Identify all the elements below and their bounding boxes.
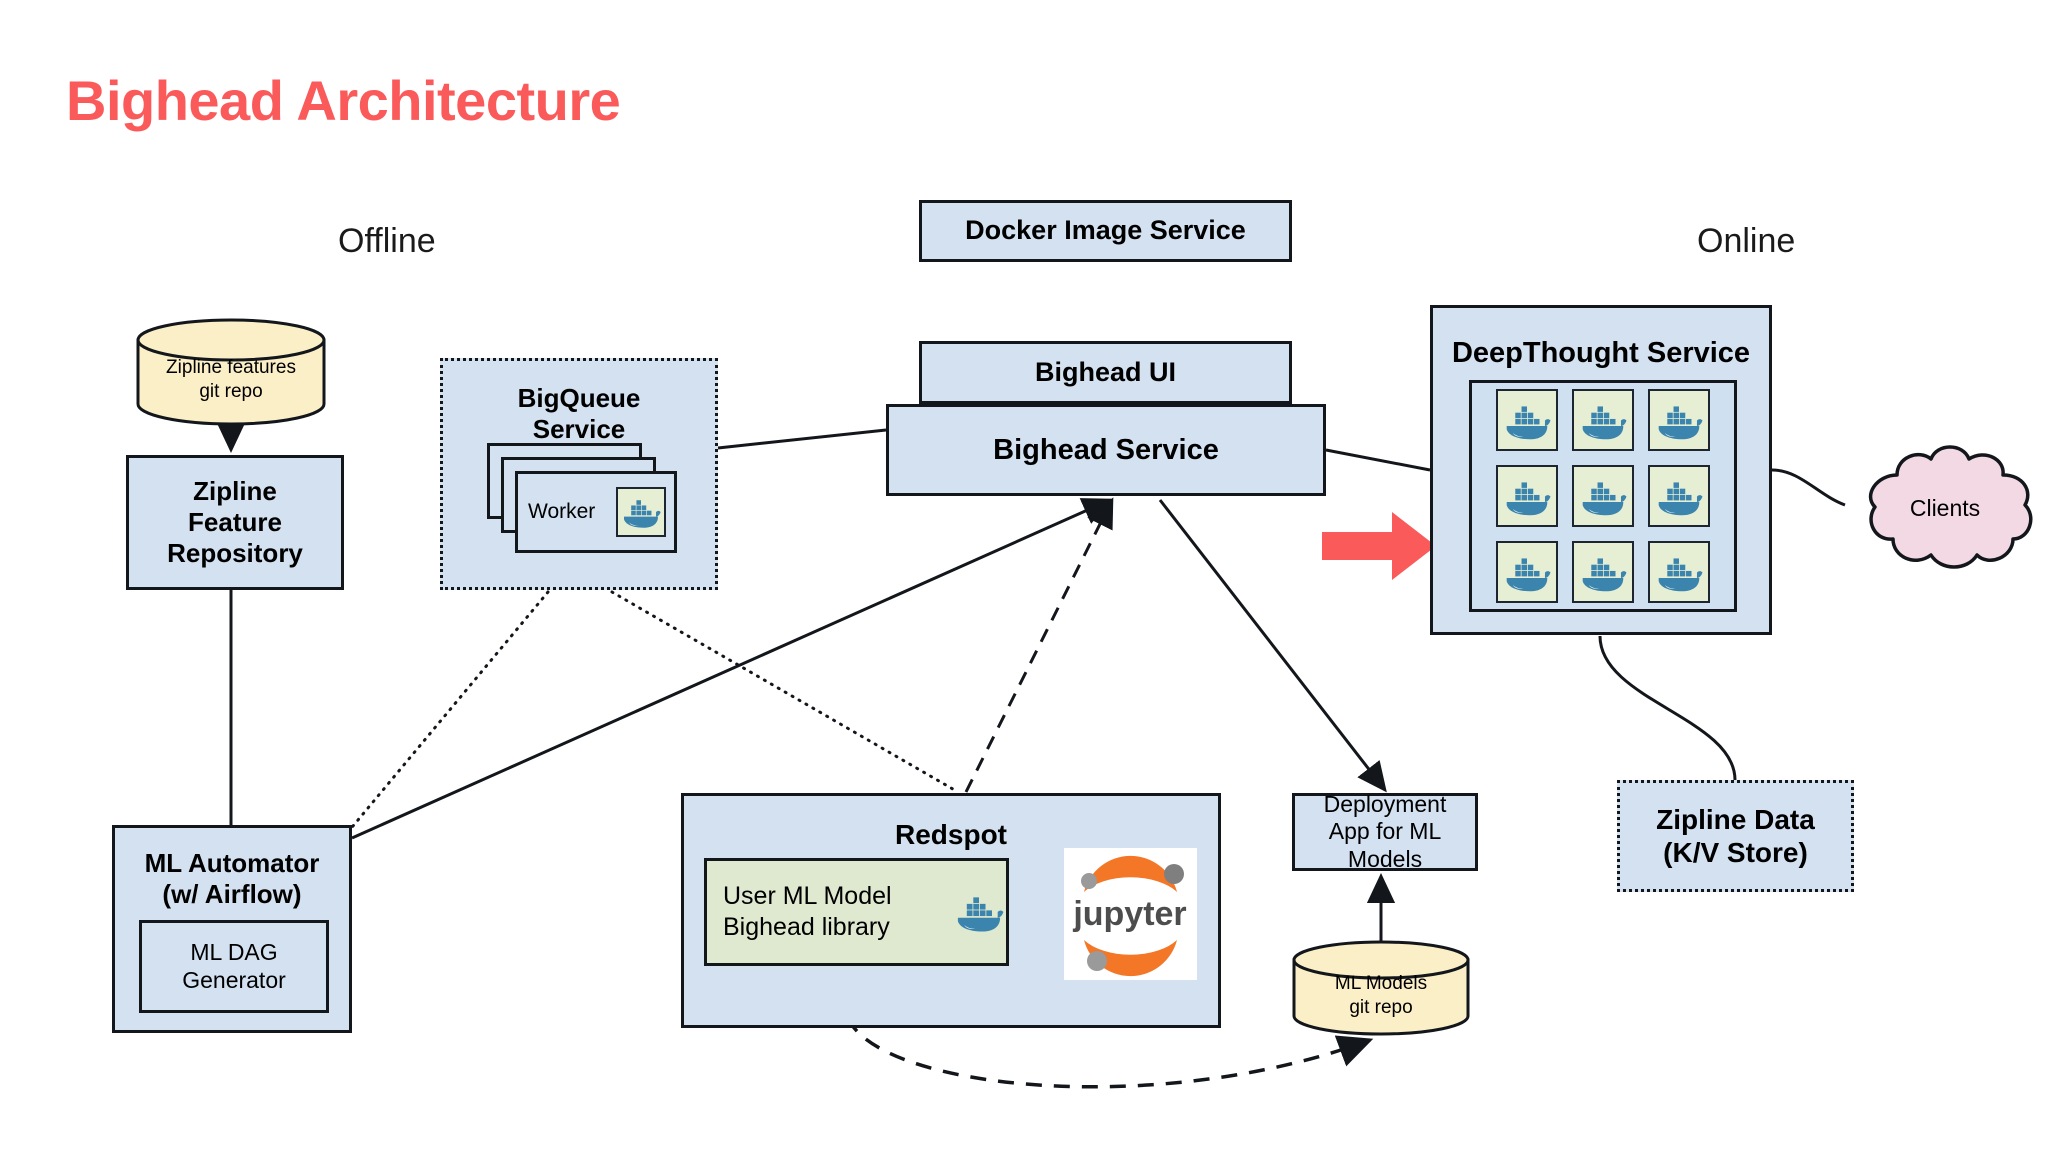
- deepthought-container-frame: [1469, 380, 1737, 612]
- docker-whale-glyph: [957, 897, 1004, 932]
- docker-whale-icon: [1572, 465, 1634, 527]
- ml-dag-generator-line2: Generator: [182, 966, 286, 993]
- worker-label: Worker: [528, 499, 596, 523]
- docker-whale-icon: [1648, 389, 1710, 451]
- redspot-label: Redspot: [895, 819, 1007, 850]
- cylinder-shape: [1292, 940, 1470, 1036]
- bigqueue-service-line2: Service: [532, 413, 626, 444]
- zipline-feature-repository-line1: Zipline: [193, 476, 277, 507]
- bighead-ui-box[interactable]: Bighead UI: [919, 341, 1292, 404]
- user-ml-model-line2: Bighead library: [723, 913, 890, 941]
- clients-label: Clients: [1909, 495, 1981, 521]
- zipline-data-line1: Zipline Data: [1656, 803, 1815, 835]
- red-arrow-glyph: [1322, 512, 1436, 580]
- docker-whale-icon: [952, 888, 1006, 936]
- deepthought-container-grid: [1496, 389, 1710, 603]
- deployment-app-line3: Models: [1347, 845, 1423, 872]
- ml-models-git-repo: ML Models git repo: [1292, 940, 1470, 1036]
- ml-dag-generator-line1: ML DAG: [190, 938, 278, 965]
- docker-whale-icon: [1496, 465, 1558, 527]
- user-ml-model-line1: User ML Model: [723, 881, 892, 910]
- jupyter-logo-icon: jupyter: [1064, 848, 1197, 980]
- bighead-service-box[interactable]: Bighead Service: [886, 404, 1326, 496]
- cloud-shape: [1868, 445, 2033, 569]
- zipline-feature-repository-box[interactable]: Zipline Feature Repository: [126, 455, 344, 590]
- docker-image-service-label: Docker Image Service: [965, 215, 1246, 246]
- deployment-app-line1: Deployment: [1323, 791, 1447, 818]
- bigqueue-service-line1: BigQueue: [517, 383, 641, 413]
- zipline-feature-repository-line2: Feature: [188, 507, 282, 538]
- docker-whale-icon: [1648, 541, 1710, 603]
- worker-card-front[interactable]: Worker: [515, 471, 677, 553]
- docker-image-service-box[interactable]: Docker Image Service: [919, 200, 1292, 262]
- zipline-data-box[interactable]: Zipline Data (K/V Store): [1617, 780, 1854, 892]
- ml-automator-line2: (w/ Airflow): [162, 878, 302, 909]
- user-ml-model-box[interactable]: User ML Model Bighead library: [704, 858, 1009, 966]
- ml-models-repo-label: ML Models git repo: [1334, 973, 1428, 1019]
- page-title: Bighead Architecture: [66, 69, 621, 132]
- bighead-service-label: Bighead Service: [993, 433, 1219, 466]
- docker-whale-icon: [1572, 389, 1634, 451]
- deepthought-service-box[interactable]: DeepThought Service: [1430, 305, 1772, 635]
- clients-cloud[interactable]: Clients: [1845, 435, 2045, 580]
- cylinder-shape: [136, 318, 326, 426]
- section-label-offline: Offline: [338, 222, 436, 260]
- jupyter-logo-glyph: jupyter: [1064, 848, 1197, 980]
- docker-whale-icon: [1572, 541, 1634, 603]
- bigqueue-service-box[interactable]: BigQueue Service Worker: [440, 358, 718, 590]
- zipline-feature-repository-line3: Repository: [167, 537, 303, 568]
- zipline-data-line2: (K/V Store): [1663, 837, 1808, 868]
- jupyter-wordmark: jupyter: [1072, 895, 1186, 933]
- section-label-online: Online: [1697, 222, 1796, 260]
- docker-whale-icon: [1496, 541, 1558, 603]
- docker-whale-glyph: [624, 500, 661, 528]
- zipline-features-repo-label: Zipline features git repo: [166, 357, 296, 403]
- deployment-app-box[interactable]: Deployment App for ML Models: [1292, 791, 1478, 872]
- ml-automator-line1: ML Automator: [144, 848, 320, 878]
- bighead-ui-label: Bighead UI: [1034, 356, 1176, 387]
- deepthought-service-label: DeepThought Service: [1451, 337, 1751, 369]
- deployment-app-line2: App for ML: [1328, 818, 1442, 845]
- red-right-arrow-icon: [1322, 512, 1437, 580]
- ml-dag-generator-box[interactable]: ML DAG Generator: [139, 920, 329, 1013]
- docker-whale-icon: [1648, 465, 1710, 527]
- redspot-box[interactable]: Redspot User ML Model Bighead library: [681, 793, 1221, 1028]
- zipline-features-git-repo: Zipline features git repo: [136, 318, 326, 426]
- docker-whale-icon: [1496, 389, 1558, 451]
- worker-stack: Worker: [487, 443, 679, 561]
- ml-automator-box[interactable]: ML Automator (w/ Airflow) ML DAG Generat…: [112, 825, 352, 1033]
- docker-whale-icon: [616, 487, 666, 537]
